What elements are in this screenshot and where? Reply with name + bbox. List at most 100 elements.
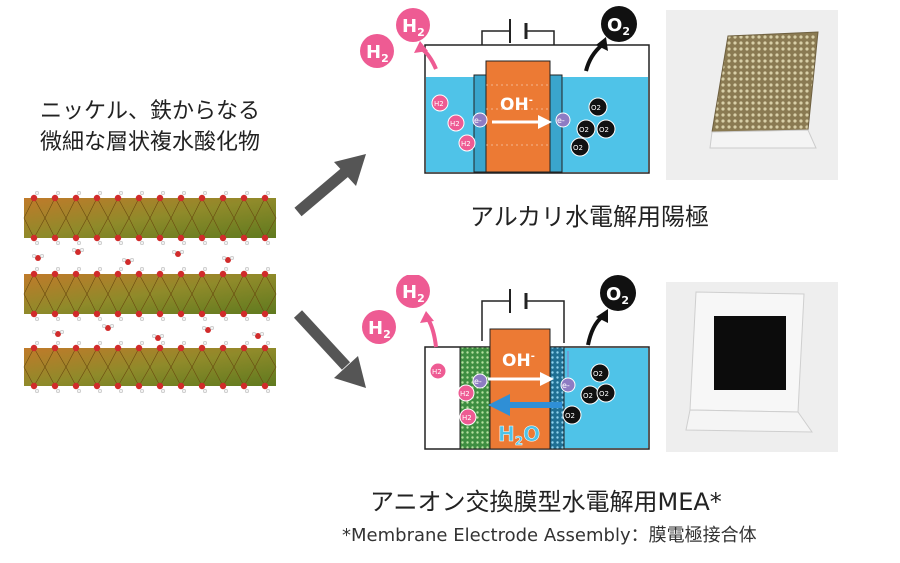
- oxygen-atom: [177, 234, 185, 242]
- oxygen-atom: [177, 382, 185, 390]
- hydrogen-atom: [56, 190, 61, 195]
- oxygen-atom: [261, 194, 269, 202]
- oxygen-atom: [177, 344, 185, 352]
- oxygen-atom: [240, 194, 248, 202]
- arrow-to-aem: [293, 310, 366, 388]
- alkaline-electron-left: e-: [474, 116, 482, 125]
- oxygen-atom: [93, 382, 101, 390]
- aem-ion-label: OH-: [502, 351, 535, 371]
- octahedra-facets: [23, 197, 277, 387]
- hydrogen-atom: [35, 388, 40, 393]
- interlayer-oxygen: [255, 333, 261, 339]
- interlayer-hydrogen: [109, 323, 114, 328]
- hydrogen-atom: [223, 316, 228, 321]
- oxygen-atom: [135, 310, 143, 318]
- hydrogen-atom: [97, 241, 102, 246]
- oxygen-atom: [30, 194, 38, 202]
- oxygen-atom: [114, 310, 122, 318]
- hydrogen-atom: [160, 241, 165, 246]
- aem-electron-left: e-: [474, 377, 482, 386]
- mea-footnote: *Membrane Electrode Assembly：膜電極接合体: [342, 525, 757, 546]
- alkaline-h2-bubble-2: H2: [450, 120, 460, 128]
- alkaline-anode-photo: [666, 10, 838, 180]
- alkaline-ion-label: OH-: [500, 95, 533, 115]
- hydrogen-atom: [139, 241, 144, 246]
- oxygen-atom: [30, 270, 38, 278]
- oxygen-atom: [240, 344, 248, 352]
- hydrogen-atom: [160, 266, 165, 271]
- aem-o2-bubble-3: O2: [599, 390, 609, 398]
- interlayer-hydrogen: [201, 325, 206, 330]
- oxygen-atom: [219, 234, 227, 242]
- aem-electron-right: e-: [562, 381, 570, 390]
- alkaline-h2-large-2: H2: [366, 42, 389, 65]
- material-caption-line-2: 微細な層状複水酸化物: [39, 130, 260, 155]
- hydrogen-atom: [139, 340, 144, 345]
- aem-h2-bubble-2: H2: [460, 390, 470, 398]
- alkaline-electron-right: e-: [557, 116, 565, 125]
- oxygen-atom: [240, 270, 248, 278]
- aem-o2-large: O2: [606, 284, 629, 307]
- hydrogen-atom: [97, 190, 102, 195]
- hydrogen-atom: [244, 316, 249, 321]
- material-caption-line-1: ニッケル、鉄からなる: [39, 99, 260, 124]
- hydrogen-atom: [118, 241, 123, 246]
- oxygen-atom: [72, 382, 80, 390]
- hydrogen-atom: [77, 316, 82, 321]
- hydrogen-atom: [223, 388, 228, 393]
- material-caption: ニッケル、鉄からなる 微細な層状複水酸化物: [15, 96, 285, 158]
- aem-anode: [549, 346, 565, 450]
- aem-o2-bubble-4: O2: [565, 412, 575, 420]
- oxygen-atom: [240, 382, 248, 390]
- interlayer-oxygen: [175, 251, 181, 257]
- interlayer-hydrogen: [151, 333, 156, 338]
- hydroxide-atoms: [30, 190, 270, 393]
- alkaline-electrolyzer-diagram: OH- e- e- H2 H2 H2 O2 O2 O2 O2 H2 H2 O2: [360, 6, 650, 174]
- oxygen-atom: [72, 194, 80, 202]
- hydrogen-atom: [118, 190, 123, 195]
- oxygen-atom: [198, 382, 206, 390]
- oxygen-atom: [93, 194, 101, 202]
- oxygen-atom: [240, 234, 248, 242]
- hydrogen-atom: [139, 190, 144, 195]
- alkaline-o2-large: O2: [607, 15, 630, 38]
- hydrogen-atom: [181, 241, 186, 246]
- oxygen-atom: [135, 344, 143, 352]
- oxygen-atom: [51, 194, 59, 202]
- interlayer-oxygen: [35, 255, 41, 261]
- aem-water-label: H2O: [498, 422, 540, 448]
- hydrogen-atom: [265, 190, 270, 195]
- hydrogen-atom: [160, 316, 165, 321]
- alkaline-o2-bubble-4: O2: [573, 144, 583, 152]
- interlayer-hydrogen: [259, 331, 264, 336]
- oxygen-atom: [198, 194, 206, 202]
- alkaline-h2-bubble-1: H2: [434, 100, 444, 108]
- alkaline-o2-bubble-3: O2: [599, 126, 609, 134]
- hydrogen-atom: [56, 340, 61, 345]
- oxygen-atom: [93, 344, 101, 352]
- hydrogen-atom: [244, 266, 249, 271]
- oxygen-atom: [135, 270, 143, 278]
- oxygen-atom: [261, 270, 269, 278]
- oxygen-atom: [93, 310, 101, 318]
- hydrogen-atom: [77, 340, 82, 345]
- octahedron-facet: [254, 347, 277, 387]
- hydrogen-atom: [244, 241, 249, 246]
- oxygen-atom: [156, 344, 164, 352]
- oxygen-atom: [114, 344, 122, 352]
- oxygen-atom: [156, 382, 164, 390]
- alkaline-caption: アルカリ水電解用陽極: [470, 203, 710, 231]
- hydrogen-atom: [77, 241, 82, 246]
- interlayer-oxygen: [155, 335, 161, 341]
- oxygen-atom: [135, 382, 143, 390]
- oxygen-atom: [114, 194, 122, 202]
- aem-electrolyzer-diagram: OH- H2O e- e- H2 H2 H2 O2 O2 O2 O2 H2 H2…: [362, 275, 650, 450]
- oxygen-atom: [198, 310, 206, 318]
- oxygen-atom: [156, 270, 164, 278]
- hydrogen-atom: [35, 266, 40, 271]
- interlayer-hydrogen: [60, 329, 65, 334]
- interlayer-hydrogen: [251, 331, 256, 336]
- hydrogen-atom: [244, 340, 249, 345]
- interlayer-oxygen: [205, 327, 211, 333]
- aem-h2-large-2: H2: [368, 318, 391, 341]
